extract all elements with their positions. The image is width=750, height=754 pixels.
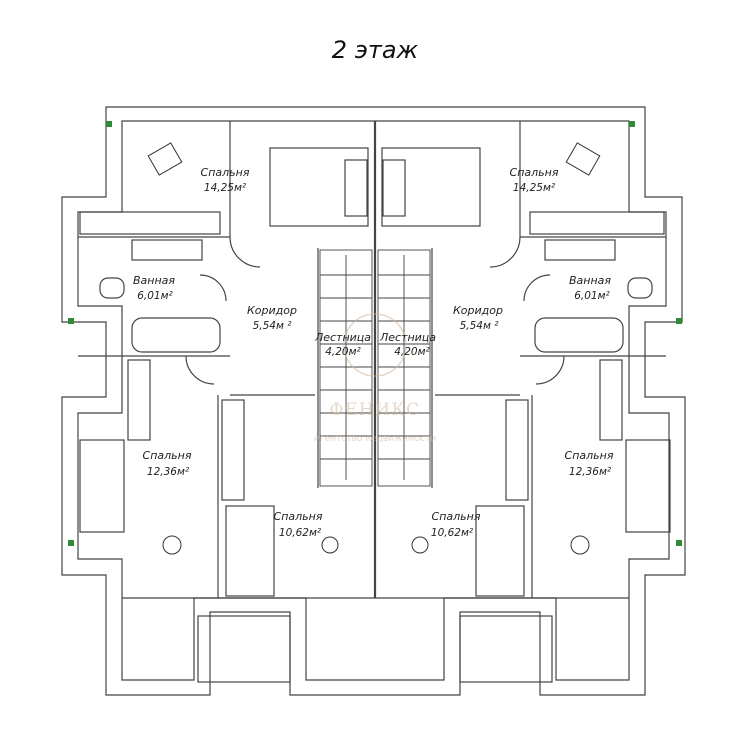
bed-e <box>625 439 671 533</box>
room-name: Спальня <box>143 449 192 462</box>
wardrobe-nw <box>79 211 221 235</box>
armchair-icon <box>565 142 601 176</box>
room-name: Коридор <box>453 304 503 317</box>
room-area: 10,62м² <box>279 527 322 539</box>
wardrobe-sw <box>221 399 245 501</box>
door-arc-bath-w <box>199 274 227 302</box>
bathtub-w <box>131 317 221 353</box>
watermark-name: ФЕНИКС <box>329 400 420 420</box>
outer-wall <box>61 106 686 696</box>
corner-markers <box>68 121 682 546</box>
room-area: 5,54м ² <box>460 320 500 332</box>
room-area: 4,20м² <box>325 346 361 358</box>
room-name: Лестница <box>314 331 371 344</box>
room-area: 6,01м² <box>574 290 610 302</box>
room-area: 5,54м ² <box>253 320 293 332</box>
room-area: 6,01м² <box>137 290 173 302</box>
room-area: 12,36м² <box>569 466 612 478</box>
room-name: Спальня <box>510 166 559 179</box>
bed-sw <box>225 505 275 597</box>
bathtub-e <box>534 317 624 353</box>
door-arc-bath-e <box>523 274 551 302</box>
bed-w <box>79 439 125 533</box>
door-arc-ne <box>489 236 521 268</box>
wardrobe-e <box>599 359 623 441</box>
wardrobe-ne <box>529 211 665 235</box>
room-area: 14,25м² <box>513 182 556 194</box>
sink-e <box>544 239 616 261</box>
room-name: Спальня <box>565 449 614 462</box>
chair-icon <box>570 535 590 555</box>
toilet-w <box>99 277 125 299</box>
wardrobe-w <box>127 359 151 441</box>
bed-nw <box>269 147 369 227</box>
floor-title: 2 этаж <box>331 36 419 64</box>
room-area: 14,25м² <box>204 182 247 194</box>
sink-w <box>131 239 203 261</box>
room-name: Ванная <box>569 274 611 287</box>
room-area: 10,62м² <box>431 527 474 539</box>
bed-se <box>475 505 525 597</box>
door-arc-w <box>185 355 215 385</box>
room-name: Коридор <box>247 304 297 317</box>
stairs-east <box>377 249 431 487</box>
balcony-se <box>459 615 553 683</box>
room-labels: Спальня 14,25м² Спальня 14,25м² Ванная 6… <box>133 166 614 539</box>
wardrobe-se <box>505 399 529 501</box>
balcony-sw <box>197 615 291 683</box>
watermark-logo: ФЕНИКС Агентство недвижимости <box>314 313 437 444</box>
toilet-e <box>627 277 653 299</box>
room-name: Спальня <box>274 510 323 523</box>
nightstand-ne <box>382 159 406 217</box>
room-name: Лестница <box>379 331 436 344</box>
chair-icon <box>321 536 339 554</box>
inner-wall <box>77 120 670 681</box>
room-name: Ванная <box>133 274 175 287</box>
chair-icon <box>411 536 429 554</box>
room-name: Спальня <box>201 166 250 179</box>
watermark-subtitle: Агентство недвижимости <box>314 434 437 444</box>
room-name: Спальня <box>432 510 481 523</box>
armchair-icon <box>147 142 183 176</box>
chair-icon <box>162 535 182 555</box>
room-area: 12,36м² <box>147 466 190 478</box>
room-area: 4,20м² <box>394 346 430 358</box>
door-arc-nw <box>229 236 261 268</box>
stairs-west <box>319 249 373 487</box>
nightstand-nw <box>344 159 368 217</box>
door-arc-e <box>535 355 565 385</box>
bed-ne <box>381 147 481 227</box>
